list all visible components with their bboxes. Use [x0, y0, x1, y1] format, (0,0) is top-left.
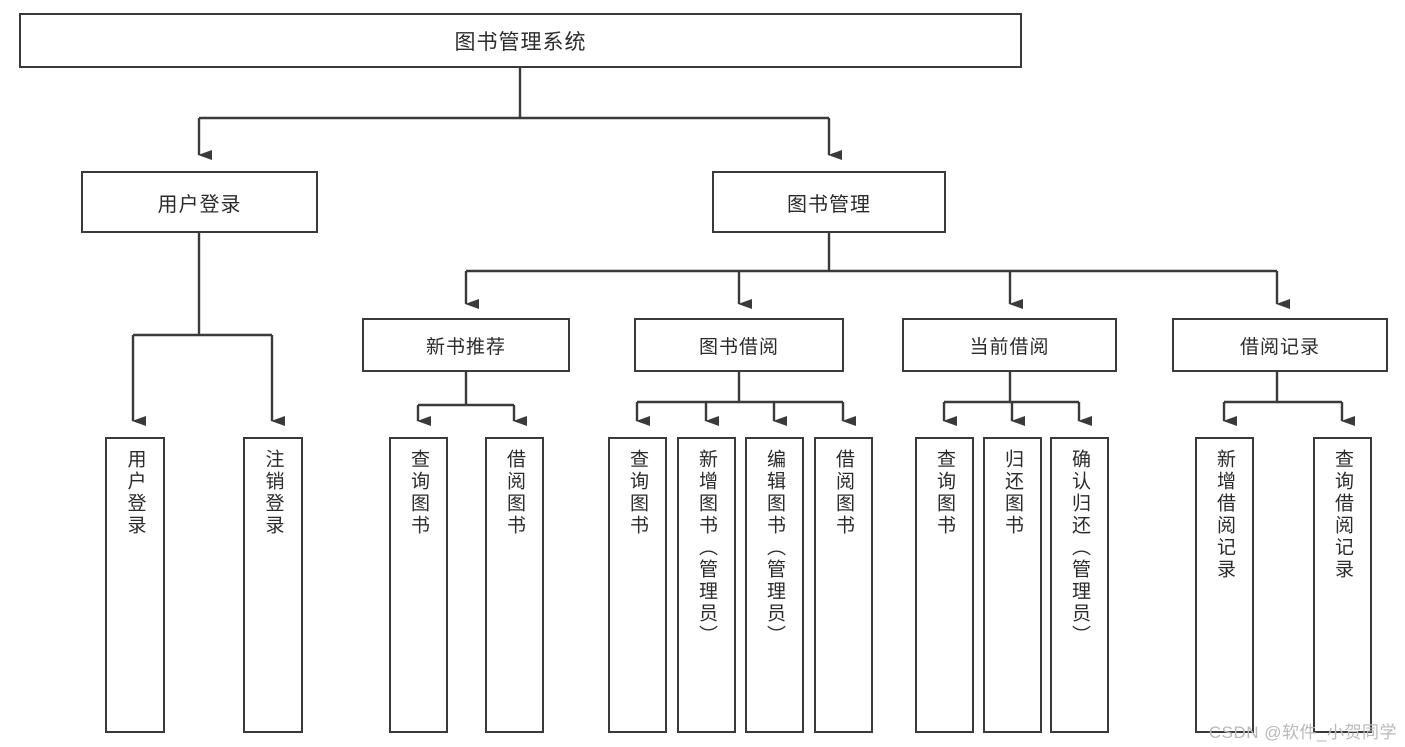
leaf-user-login[interactable]: 用户登录: [105, 437, 165, 733]
leaf-return-book[interactable]: 归还图书: [983, 437, 1042, 733]
leaf-query-record-label: 查询借阅记录: [1332, 449, 1353, 581]
leaf-borrow-book-2[interactable]: 借阅图书: [814, 437, 873, 733]
leaf-confirm-return-label: 确认归还（管理员）: [1069, 449, 1090, 647]
node-book-manage[interactable]: 图书管理: [712, 171, 946, 233]
node-book-borrow[interactable]: 图书借阅: [634, 318, 844, 372]
leaf-borrow-book-1-label: 借阅图书: [504, 449, 525, 537]
leaf-logout-login-label: 注销登录: [262, 449, 284, 537]
leaf-query-book-2-label: 查询图书: [627, 449, 648, 537]
leaf-query-record[interactable]: 查询借阅记录: [1313, 437, 1372, 733]
leaf-edit-book[interactable]: 编辑图书（管理员）: [745, 437, 804, 733]
node-root[interactable]: 图书管理系统: [19, 13, 1022, 68]
node-user-login-label: 用户登录: [157, 193, 242, 216]
node-book-manage-label: 图书管理: [787, 193, 871, 216]
node-current-borrow[interactable]: 当前借阅: [902, 318, 1117, 372]
node-borrow-record-label: 借阅记录: [1239, 336, 1320, 358]
leaf-add-record-label: 新增借阅记录: [1214, 449, 1235, 581]
leaf-add-book[interactable]: 新增图书（管理员）: [677, 437, 736, 733]
node-new-book-recommend-label: 新书推荐: [425, 336, 506, 358]
leaf-query-book-3-label: 查询图书: [934, 449, 955, 537]
node-borrow-record[interactable]: 借阅记录: [1172, 318, 1388, 372]
node-user-login[interactable]: 用户登录: [81, 171, 318, 233]
leaf-edit-book-label: 编辑图书（管理员）: [764, 449, 785, 647]
leaf-add-book-label: 新增图书（管理员）: [696, 449, 717, 647]
leaf-query-book-1[interactable]: 查询图书: [389, 437, 448, 733]
leaf-logout-login[interactable]: 注销登录: [243, 437, 303, 733]
node-root-label: 图书管理系统: [454, 30, 587, 54]
node-current-borrow-label: 当前借阅: [969, 336, 1050, 358]
leaf-query-book-1-label: 查询图书: [408, 449, 429, 537]
node-new-book-recommend[interactable]: 新书推荐: [362, 318, 570, 372]
leaf-query-book-3[interactable]: 查询图书: [915, 437, 974, 733]
leaf-return-book-label: 归还图书: [1002, 449, 1023, 537]
leaf-query-book-2[interactable]: 查询图书: [608, 437, 667, 733]
node-book-borrow-label: 图书借阅: [698, 336, 779, 358]
leaf-add-record[interactable]: 新增借阅记录: [1195, 437, 1254, 733]
leaf-user-login-label: 用户登录: [124, 449, 146, 537]
leaf-borrow-book-2-label: 借阅图书: [833, 449, 854, 537]
csdn-watermark: CSDN @软件_小贺同学: [1208, 723, 1397, 742]
leaf-confirm-return[interactable]: 确认归还（管理员）: [1050, 437, 1109, 733]
leaf-borrow-book-1[interactable]: 借阅图书: [485, 437, 544, 733]
